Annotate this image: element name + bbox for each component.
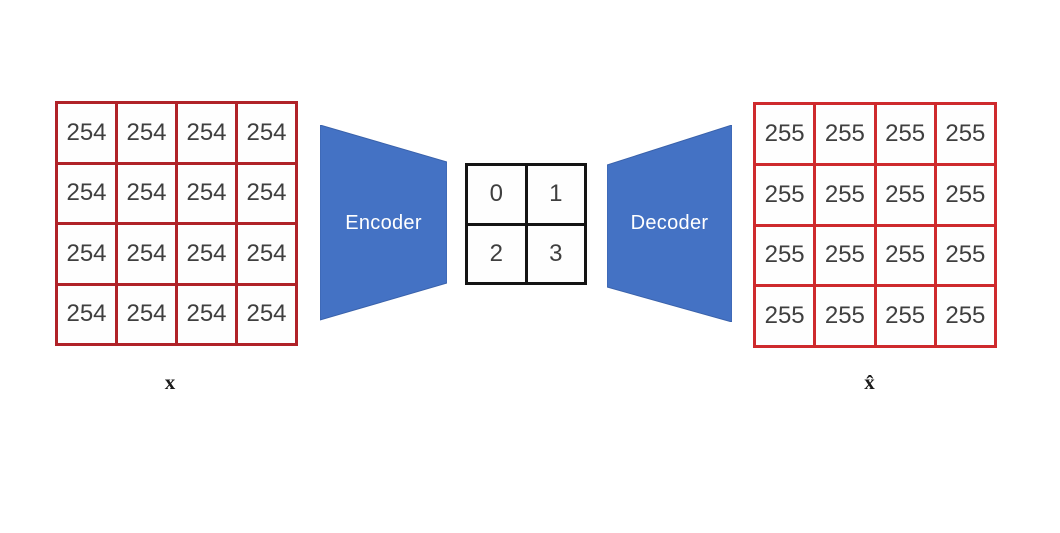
grid-cell: 255: [756, 105, 814, 163]
grid-cell: 255: [876, 287, 934, 345]
grid-cell: 255: [936, 105, 994, 163]
encoder-trapezoid-shape: [320, 125, 447, 321]
grid-cell: 3: [527, 225, 584, 282]
grid-cell: 255: [756, 165, 814, 224]
decoder-trapezoid-icon: [607, 125, 732, 322]
grid-cell: 255: [936, 165, 994, 224]
grid-cell: 254: [178, 225, 235, 283]
grid-cell: 254: [118, 104, 175, 162]
grid-cell: 255: [876, 226, 934, 285]
grid-cell: 0: [468, 166, 525, 223]
grid-cell: 255: [936, 226, 994, 285]
grid-cell: 255: [816, 287, 874, 345]
grid-cell: 255: [876, 105, 934, 163]
encoder-trapezoid-icon: [320, 125, 447, 321]
grid-cell: 255: [876, 165, 934, 224]
grid-cell: 1: [527, 166, 584, 223]
grid-cell: 255: [756, 287, 814, 345]
grid-cell: 254: [58, 285, 115, 343]
decoder-block: Decoder: [607, 125, 732, 322]
input-math-label: x: [164, 370, 176, 394]
grid-cell: 254: [238, 285, 295, 343]
encoder-label: Encoder: [345, 211, 422, 234]
grid-cell: 254: [238, 225, 295, 283]
grid-cell: 254: [58, 104, 115, 162]
grid-cell: 254: [118, 285, 175, 343]
grid-cell: 254: [118, 225, 175, 283]
grid-cell: 255: [816, 165, 874, 224]
grid-cell: 2: [468, 225, 525, 282]
grid-cell: 255: [816, 105, 874, 163]
decoder-label: Decoder: [630, 212, 709, 234]
encoder-block: Encoder: [320, 125, 447, 321]
grid-cell: 255: [756, 226, 814, 285]
grid-cell: 254: [178, 164, 235, 222]
grid-cell: 254: [178, 104, 235, 162]
grid-cell: 254: [178, 285, 235, 343]
grid-cell: 254: [58, 164, 115, 222]
decoder-trapezoid-shape: [607, 125, 732, 322]
grid-cell: 254: [58, 225, 115, 283]
grid-cell: 255: [936, 287, 994, 345]
grid-cell: 254: [118, 164, 175, 222]
grid-cell: 254: [238, 164, 295, 222]
grid-cell: 255: [816, 226, 874, 285]
output-math-label: x̂: [864, 370, 875, 394]
grid-cell: 254: [238, 104, 295, 162]
